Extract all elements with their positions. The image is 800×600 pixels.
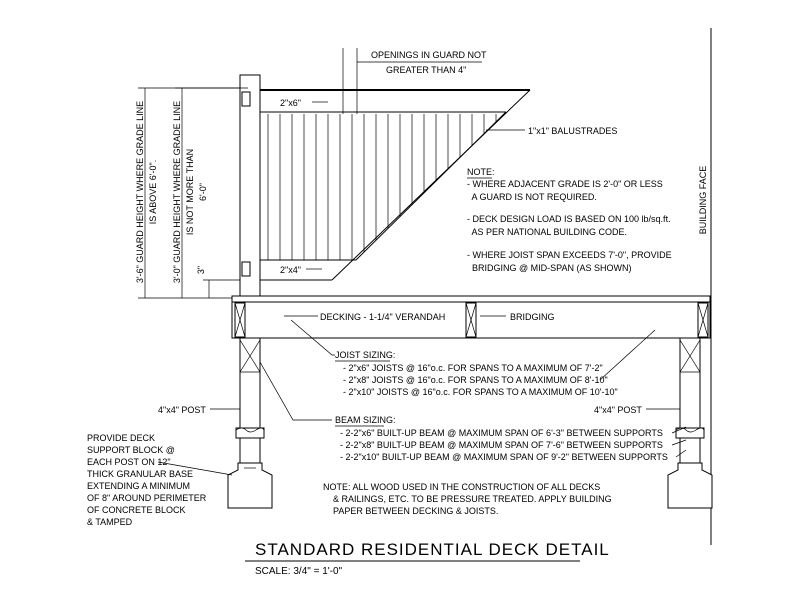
note-line: - WHERE ADJACENT GRADE IS 2'-0" OR LESS bbox=[467, 179, 663, 189]
right-notes: NOTE: - WHERE ADJACENT GRADE IS 2'-0" OR… bbox=[467, 167, 672, 273]
left-post bbox=[235, 337, 265, 464]
bottom-note-line: NOTE: ALL WOOD USED IN THE CONSTRUCTION … bbox=[323, 482, 600, 492]
support-line: EACH POST ON 12" bbox=[87, 457, 171, 467]
note-line: - DECK DESIGN LOAD IS BASED ON 100 lb/sq… bbox=[467, 214, 671, 224]
height-3-6-label-line2: IS ABOVE 6'-0". bbox=[148, 160, 158, 224]
building-face-label: BUILDING FACE bbox=[698, 166, 708, 235]
guard-rail bbox=[260, 89, 531, 281]
bridging-mark bbox=[465, 302, 477, 338]
beam-line: - 2-2"x10" BUILT-UP BEAM @ MAXIMUM SPAN … bbox=[340, 452, 668, 462]
beam-line: - 2-2"x6" BUILT-UP BEAM @ MAXIMUM SPAN O… bbox=[340, 428, 663, 438]
note-line: A GUARD IS NOT REQUIRED. bbox=[467, 192, 597, 202]
right-footing bbox=[667, 462, 713, 509]
support-line: OF CONCRETE BLOCK bbox=[87, 505, 186, 515]
joist-line: - 2"x6" JOISTS @ 16"o.c. FOR SPANS TO A … bbox=[343, 363, 603, 373]
beam-sizing: BEAM SIZING: - 2-2"x6" BUILT-UP BEAM @ M… bbox=[335, 415, 687, 462]
joist-sizing: JOIST SIZING: - 2"x6" JOISTS @ 16"o.c. F… bbox=[335, 329, 656, 397]
balusters bbox=[267, 114, 497, 260]
decking-label: DECKING - 1-1/4" VERANDAH bbox=[320, 312, 445, 322]
note-line: BRIDGING @ MID-SPAN (AS SHOWN) bbox=[467, 263, 631, 273]
openings-label-line2: GREATER THAN 4" bbox=[386, 65, 466, 75]
guard-height-dimensions bbox=[138, 87, 248, 299]
bottom-note-line: & RAILINGS, ETC. TO BE PRESSURE TREATED.… bbox=[333, 494, 612, 504]
bottom-note: NOTE: ALL WOOD USED IN THE CONSTRUCTION … bbox=[323, 482, 612, 516]
support-line: THICK GRANULAR BASE bbox=[87, 469, 193, 479]
notes-heading: NOTE: bbox=[467, 167, 495, 177]
beam-sizing-heading: BEAM SIZING: bbox=[335, 415, 396, 425]
support-line: SUPPORT BLOCK @ bbox=[87, 445, 175, 455]
beam-line: - 2-2"x8" BUILT-UP BEAM @ MAXIMUM SPAN O… bbox=[340, 440, 663, 450]
bottom-note-line: PAPER BETWEEN DECKING & JOISTS. bbox=[333, 506, 498, 516]
height-3-0-label-line3: 6'-0" bbox=[198, 183, 208, 201]
top-rail-label: 2"x6" bbox=[280, 98, 301, 108]
height-3-6-label-line1: 3'-6" GUARD HEIGHT WHERE GRADE LINE bbox=[135, 101, 145, 283]
bottom-rail-label: 2"x4" bbox=[280, 265, 301, 275]
support-line: PROVIDE DECK bbox=[87, 433, 155, 443]
bridging-label: BRIDGING bbox=[510, 312, 555, 322]
guard-post bbox=[239, 74, 261, 297]
joist-line: - 2"x8" JOISTS @ 16"o.c. FOR SPANS TO A … bbox=[343, 375, 608, 385]
deck-surface bbox=[231, 295, 711, 303]
drawing-title: STANDARD RESIDENTIAL DECK DETAIL bbox=[255, 540, 610, 559]
height-3-0-label-line1: 3'-0" GUARD HEIGHT WHERE GRADE LINE bbox=[172, 101, 182, 283]
balustrade-label: 1"x1" BALUSTRADES bbox=[528, 126, 617, 136]
left-footing bbox=[227, 462, 273, 509]
right-post bbox=[675, 337, 705, 464]
note-line: - WHERE JOIST SPAN EXCEEDS 7'-0", PROVID… bbox=[467, 250, 672, 260]
gap-3-label: 3" bbox=[196, 266, 206, 274]
rim-joist-left bbox=[234, 302, 246, 338]
support-line: & TAMPED bbox=[87, 517, 133, 527]
post-left-label: 4"x4" POST bbox=[158, 405, 206, 415]
support-line: EXTENDING A MINIMUM bbox=[87, 481, 190, 491]
joist-sizing-heading: JOIST SIZING: bbox=[335, 350, 395, 360]
height-3-0-label-line2: IS NOT MORE THAN bbox=[185, 149, 195, 235]
openings-label-line1: OPENINGS IN GUARD NOT bbox=[371, 50, 487, 60]
post-right-label: 4"x4" POST bbox=[594, 405, 642, 415]
note-line: AS PER NATIONAL BUILDING CODE. bbox=[467, 227, 627, 237]
joist-line: - 2"x10" JOISTS @ 16"o.c. FOR SPANS TO A… bbox=[343, 387, 618, 397]
support-block-note: PROVIDE DECK SUPPORT BLOCK @ EACH POST O… bbox=[87, 433, 233, 527]
support-line: OF 8" AROUND PERIMETER bbox=[87, 493, 207, 503]
drawing-scale: SCALE: 3/4" = 1'-0" bbox=[255, 566, 343, 577]
rim-joist-right bbox=[697, 302, 709, 338]
